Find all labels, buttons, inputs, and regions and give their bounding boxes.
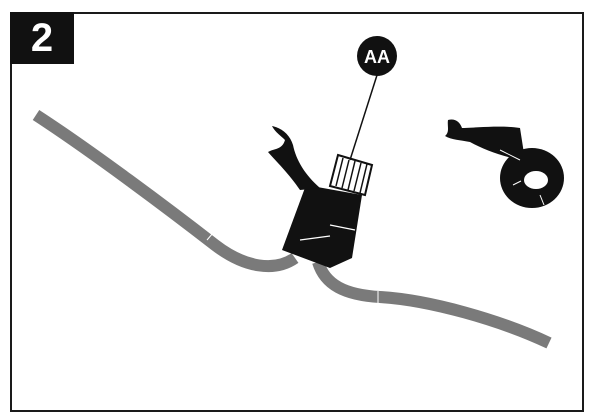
cable-right bbox=[312, 259, 552, 349]
callout-leader-line bbox=[349, 71, 379, 161]
callout-label-aa: AA bbox=[364, 47, 390, 67]
cable-left bbox=[32, 109, 299, 273]
tape-roll bbox=[445, 119, 564, 208]
step-number-badge: 2 bbox=[10, 12, 74, 64]
callout-circle bbox=[357, 36, 397, 76]
connector-aa bbox=[328, 153, 374, 197]
tape-wrapped-splice bbox=[268, 126, 362, 268]
cable-joint-line bbox=[206, 232, 214, 241]
